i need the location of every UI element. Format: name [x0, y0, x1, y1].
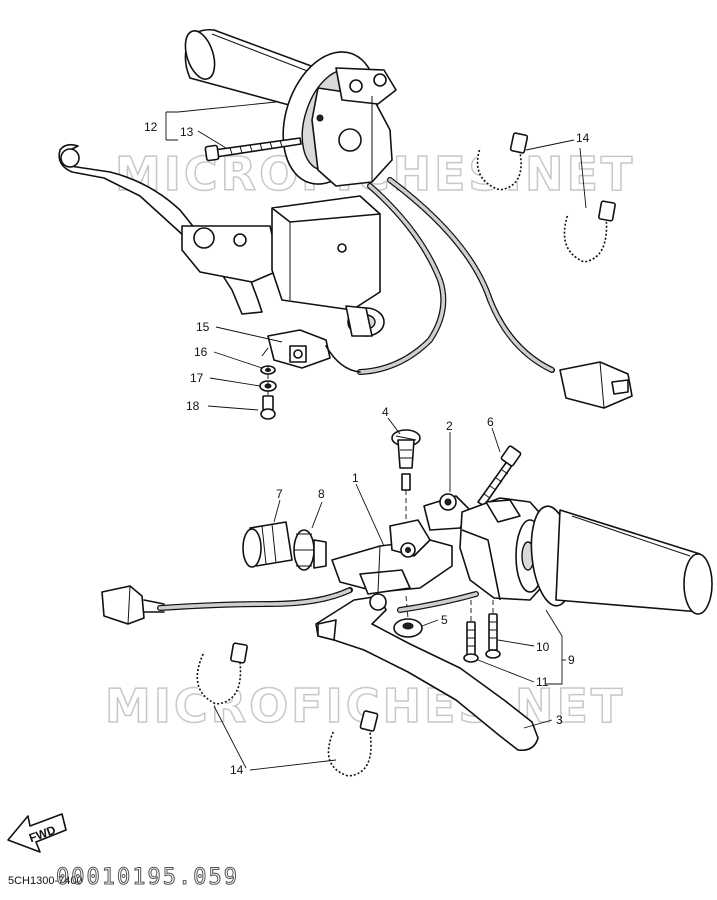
- callout-2: 2: [446, 419, 453, 433]
- brake-light-switch: [261, 329, 331, 369]
- clutch-lever-3: [315, 593, 539, 752]
- callout-labels: 12 13 14 15 16 17 18 4 2 6 7 8 1 5 10 9 …: [144, 120, 590, 777]
- leader-lines: [165, 101, 587, 771]
- upper-connector: [559, 361, 633, 409]
- nut-5: [393, 618, 423, 638]
- callout-14-bottom: 14: [230, 763, 244, 777]
- callout-8: 8: [318, 487, 325, 501]
- screw-11: [463, 621, 479, 663]
- callout-15: 15: [196, 320, 210, 334]
- callout-5: 5: [441, 613, 448, 627]
- callout-3: 3: [556, 713, 563, 727]
- upper-wiring: [325, 177, 555, 375]
- upper-assembly: [58, 28, 633, 420]
- left-grip: [530, 505, 713, 615]
- callout-13: 13: [180, 125, 194, 139]
- locknut-8: [293, 529, 327, 571]
- cable-band-14-upper-a: [476, 132, 529, 192]
- cable-band-14-lower-b: [327, 710, 379, 778]
- callout-7: 7: [276, 487, 283, 501]
- lower-wiring: [157, 587, 479, 613]
- callout-12: 12: [144, 120, 158, 134]
- screw-6: [477, 445, 522, 507]
- lever-holder-1: [331, 519, 453, 595]
- callout-18: 18: [186, 399, 200, 413]
- cable-band-14-lower-a: [196, 642, 248, 706]
- callout-4: 4: [382, 405, 389, 419]
- lower-assembly: [101, 429, 713, 752]
- lower-connector: [101, 585, 165, 625]
- front-brake-lever: [58, 143, 263, 315]
- cable-adjuster-7: [242, 521, 293, 568]
- throttle-grip: [184, 28, 323, 109]
- screw-13: [204, 137, 302, 162]
- pivot-bolt-4: [391, 429, 421, 491]
- callout-6: 6: [487, 415, 494, 429]
- cable-band-14-upper-b: [563, 200, 616, 264]
- diagram-code: 5CH1300-7400: [8, 875, 83, 887]
- callout-1: 1: [352, 471, 359, 485]
- forward-direction-arrow: FWD: [7, 813, 67, 853]
- screw-10: [485, 613, 501, 659]
- serial-number: 00010195.059: [56, 865, 239, 890]
- callout-14-top: 14: [576, 131, 590, 145]
- master-cylinder: [181, 195, 385, 337]
- screw-18: [260, 395, 276, 420]
- callout-11: 11: [536, 675, 549, 689]
- callout-9: 9: [568, 653, 575, 667]
- callout-17: 17: [190, 371, 204, 385]
- callout-16: 16: [194, 345, 208, 359]
- callout-10: 10: [536, 640, 550, 654]
- right-switch-housing: [282, 51, 397, 187]
